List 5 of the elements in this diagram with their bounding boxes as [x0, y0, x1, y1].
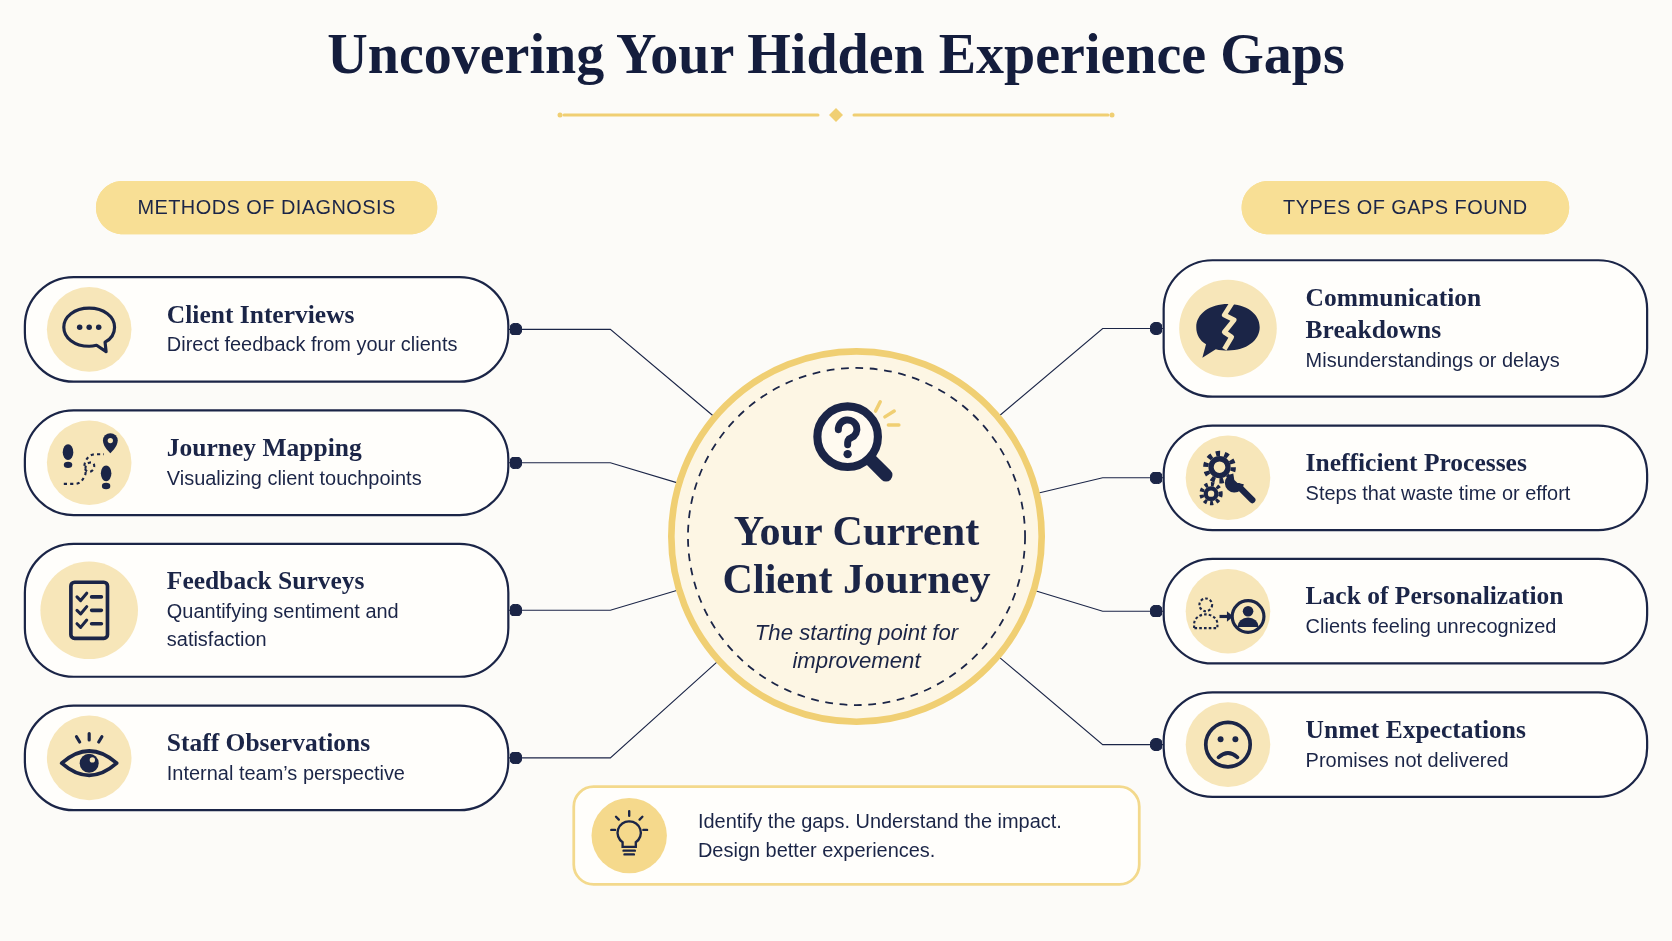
node-box: Identify the gaps. Understand the impact. Design better experiences. [572, 785, 1141, 886]
node-circle: Your Current Client Journey The starting point for improvement [668, 348, 1045, 726]
node-box: Feedback Surveys Quantifying sentiment and satisfaction [23, 542, 510, 678]
node-box: Communication Breakdowns Misunderstandings or delays [1162, 259, 1649, 398]
title: Uncovering Your Hidden Experience Gaps [327, 24, 1345, 86]
